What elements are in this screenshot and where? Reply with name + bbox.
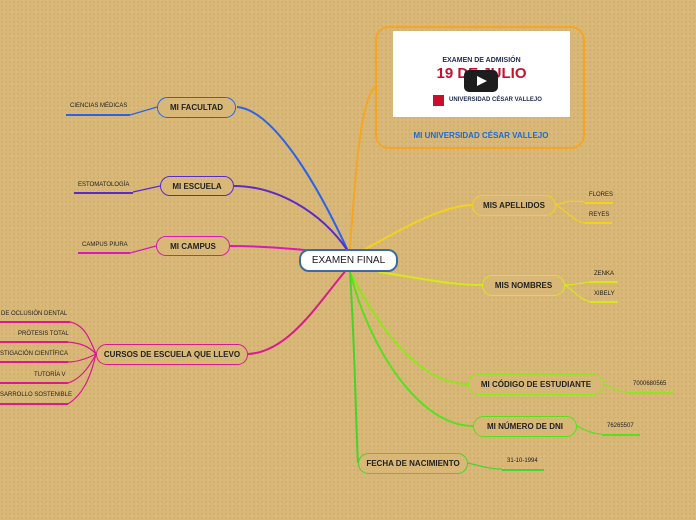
leaf-codigo[interactable]: 7000680565 [633,381,667,387]
leaf-campus-piura[interactable]: CAMPUS PIURA [82,242,128,248]
leaf-nombre-zenka[interactable]: ZENKA [594,271,615,277]
thumbnail-university: UNIVERSIDAD CÉSAR VALLEJO [449,97,542,103]
leaf-nombre-xibely[interactable]: XIBELY [594,291,615,297]
university-logo-icon [433,95,444,106]
branch-codigo-estudiante[interactable]: MI CÓDIGO DE ESTUDIANTE [468,374,604,395]
thumbnail-title: EXAMEN DE ADMISIÓN [442,57,521,64]
leaf-fecha[interactable]: 31-10-1994 [507,458,538,464]
leaf-curso-protesis[interactable]: PRÓTESIS TOTAL [18,331,69,337]
branch-fecha-nacimiento[interactable]: FECHA DE NACIMIENTO [358,453,468,474]
branch-numero-dni[interactable]: MI NÚMERO DE DNI [473,416,577,437]
leaf-apellido-flores[interactable]: FLORES [589,192,614,198]
video-thumbnail[interactable]: EXAMEN DE ADMISIÓN 19 DE JULIO UNIVERSID… [393,31,570,117]
branch-mi-campus[interactable]: MI CAMPUS [156,236,230,256]
play-icon[interactable] [464,70,498,92]
branch-cursos[interactable]: CURSOS DE ESCUELA QUE LLEVO [96,344,248,365]
branch-mi-escuela[interactable]: MI ESCUELA [160,176,234,196]
leaf-curso-oclusion[interactable]: DE OCLUSIÓN DENTAL [1,311,68,317]
leaf-dni[interactable]: 76265507 [607,423,634,429]
leaf-curso-desarrollo[interactable]: SARROLLO SOSTENIBLE [0,392,73,398]
leaf-curso-investigacion[interactable]: STIGACIÓN CIENTÍFICA [0,351,69,357]
branch-mi-facultad[interactable]: MI FACULTAD [157,97,236,118]
leaf-curso-tutoria[interactable]: TUTORÍA V [34,372,66,378]
branch-mis-apellidos[interactable]: MIS APELLIDOS [472,195,556,216]
media-topic-frame[interactable] [375,26,585,149]
leaf-estomatologia[interactable]: ESTOMATOLOGÍA [78,182,130,188]
root-topic[interactable]: EXAMEN FINAL [299,249,398,272]
leaf-ciencias-medicas[interactable]: CIENCIAS MÉDICAS [70,103,128,109]
branch-mis-nombres[interactable]: MIS NOMBRES [482,275,565,296]
media-caption: MI UNIVERSIDAD CÉSAR VALLEJO [413,131,549,140]
leaf-apellido-reyes[interactable]: REYES [589,212,610,218]
